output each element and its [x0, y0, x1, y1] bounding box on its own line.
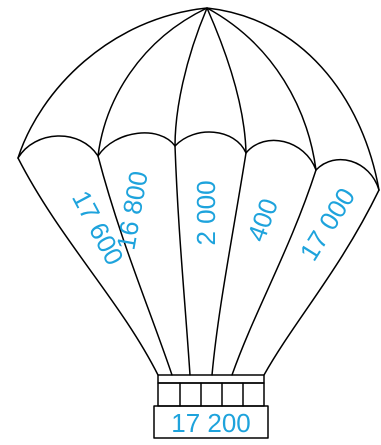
- panel-numbers: 17 600 16 800 2 000 400 17 000: [66, 169, 361, 270]
- basket-total: 17 200: [171, 408, 251, 438]
- suspension-lines: [18, 146, 379, 375]
- basket-body: [158, 383, 264, 406]
- panel-number-3: 2 000: [191, 180, 221, 245]
- panel-number-5: 17 000: [294, 183, 362, 266]
- canopy-seam-4: [207, 8, 316, 170]
- canopy-seam-2: [175, 8, 207, 146]
- basket-rim: [158, 375, 264, 383]
- panel-number-4: 400: [241, 194, 284, 245]
- panel-number-2: 16 800: [110, 169, 153, 253]
